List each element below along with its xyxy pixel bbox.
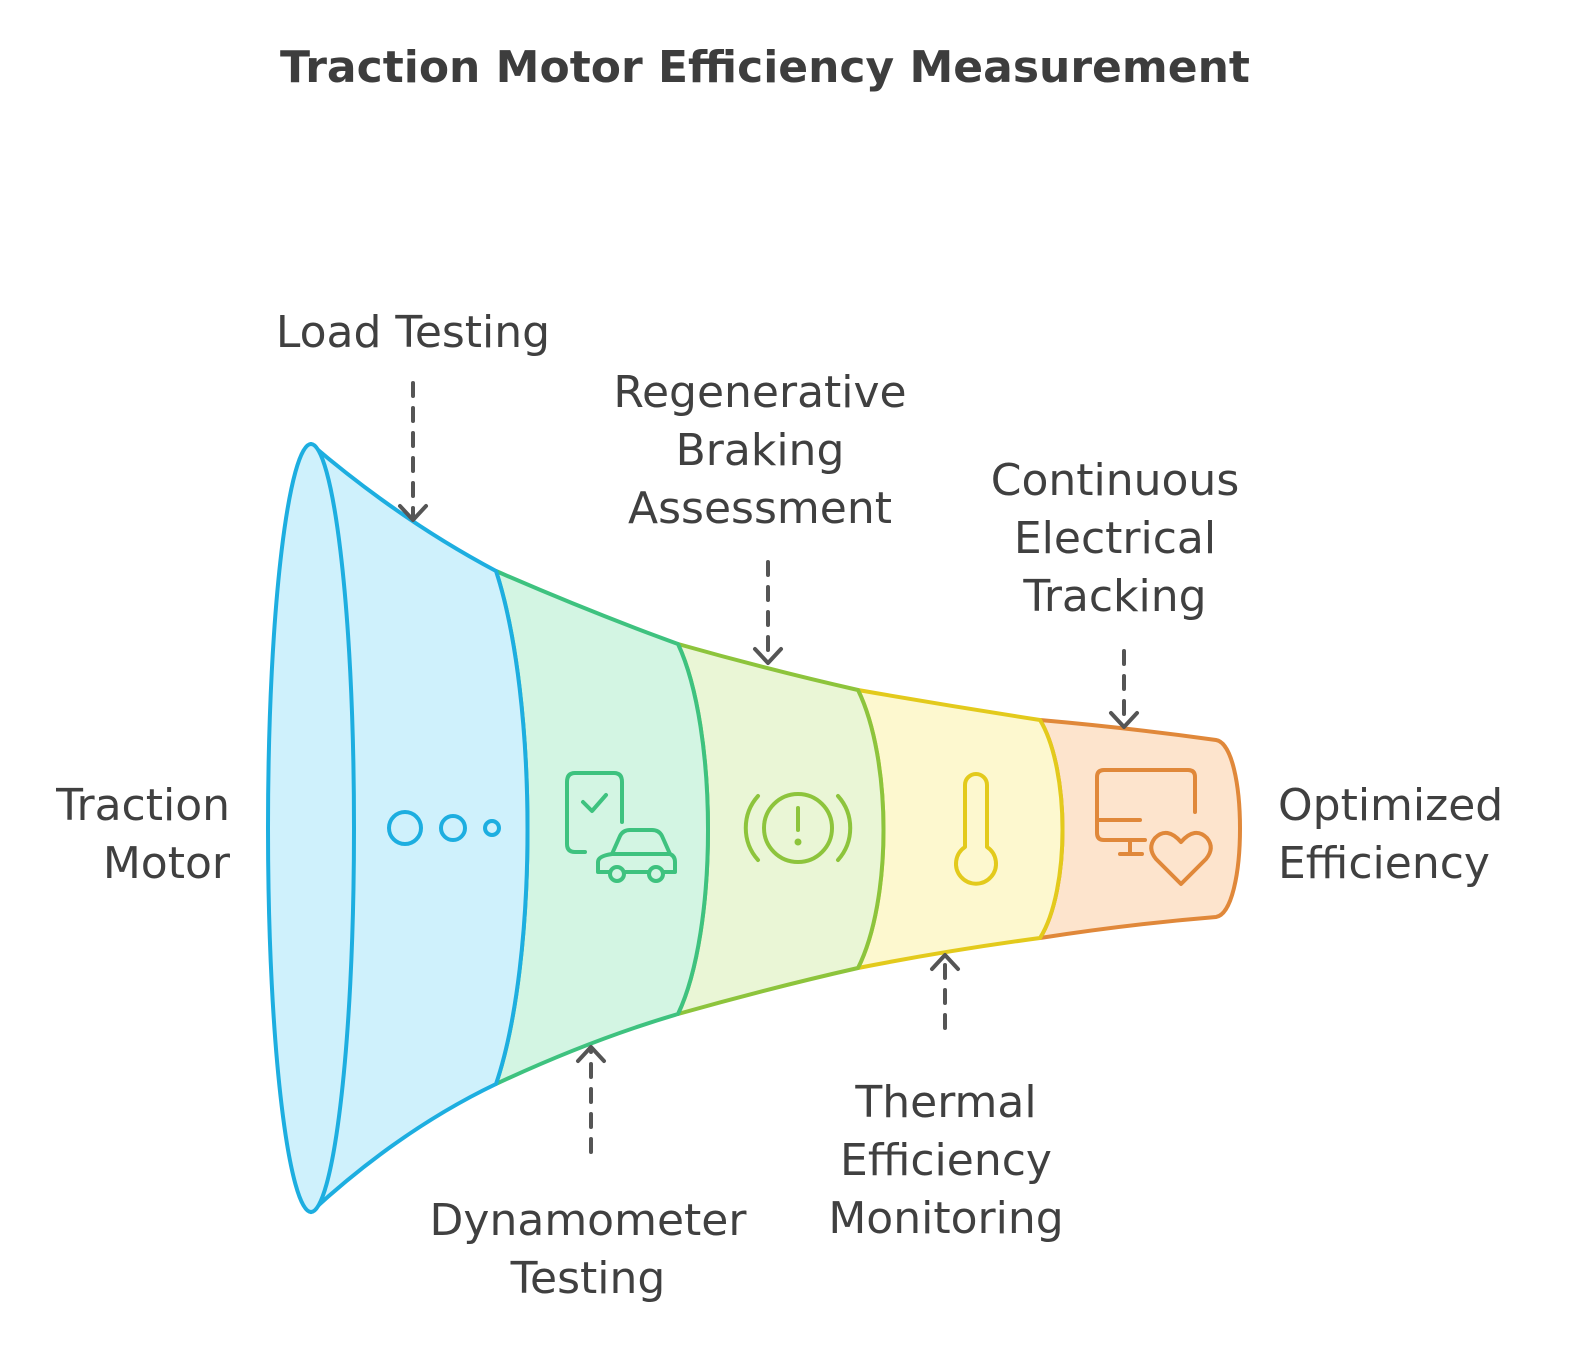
label-line: Load Testing bbox=[276, 307, 550, 358]
dots-icon bbox=[387, 810, 501, 846]
label-line: Efficiency bbox=[1278, 838, 1490, 889]
label-load-testing: Load Testing bbox=[276, 307, 550, 358]
label-line: Regenerative bbox=[613, 367, 906, 418]
label-line: Testing bbox=[510, 1253, 666, 1304]
monitor-heart-icon bbox=[1095, 768, 1213, 886]
arrow-dynamometer-testing bbox=[576, 1045, 606, 1154]
arrow-regenerative-braking bbox=[753, 560, 783, 665]
funnel bbox=[265, 441, 1242, 1215]
label-line: Braking bbox=[676, 425, 845, 476]
funnel-opening bbox=[265, 441, 357, 1215]
label-line: Dynamometer bbox=[430, 1195, 748, 1246]
label-line: Efficiency bbox=[840, 1135, 1052, 1186]
label-line: Assessment bbox=[628, 483, 892, 534]
label-line: Tracking bbox=[1022, 571, 1206, 622]
car-checklist-icon bbox=[565, 771, 677, 883]
thermometer-icon bbox=[954, 772, 998, 886]
label-line: Thermal bbox=[854, 1077, 1036, 1128]
arrow-load-testing bbox=[398, 381, 428, 522]
arrow-continuous-electrical bbox=[1109, 649, 1139, 729]
label-line: Motor bbox=[103, 838, 231, 889]
arrow-thermal-efficiency bbox=[930, 953, 960, 1030]
label-line: Optimized bbox=[1278, 780, 1503, 831]
brake-warning-icon bbox=[743, 792, 853, 864]
diagram-title: Traction Motor Efficiency Measurement bbox=[280, 42, 1250, 93]
label-line: Electrical bbox=[1014, 513, 1216, 564]
segment-thermal-efficiency bbox=[856, 688, 1065, 970]
label-line: Continuous bbox=[991, 455, 1240, 506]
segment-continuous-electrical bbox=[1038, 718, 1242, 940]
label-line: Traction bbox=[55, 780, 230, 831]
label-line: Monitoring bbox=[828, 1193, 1063, 1244]
